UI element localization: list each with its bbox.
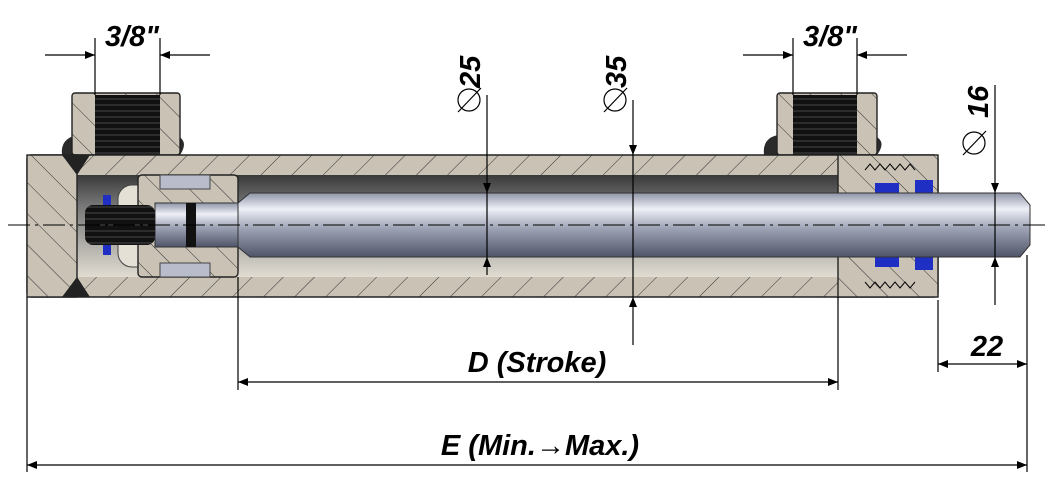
diameter-symbol-icon: [962, 130, 987, 156]
dim-stroke: D (Stroke): [237, 277, 839, 390]
port-thread-left: [95, 95, 160, 155]
dim-port-left: 3/8": [45, 21, 210, 95]
dim-label: 22: [970, 331, 1003, 363]
dim-rod-diameter: 25: [455, 55, 491, 275]
dim-label: 35: [601, 55, 633, 88]
dim-rod-end-diameter: 16: [962, 85, 999, 305]
dim-label: 3/8": [803, 21, 858, 53]
port-thread-right: [793, 95, 857, 155]
dim-label: E (Min.→Max.): [441, 430, 639, 462]
dim-label: 25: [455, 55, 487, 89]
piston-rod: [85, 192, 1031, 258]
wiper: [915, 180, 933, 193]
dim-label: D (Stroke): [468, 347, 607, 379]
dim-label: 3/8": [105, 21, 160, 53]
wiper: [915, 257, 933, 270]
diameter-symbol-icon: [603, 87, 628, 113]
dim-overall-length: E (Min.→Max.): [26, 297, 1027, 472]
dim-rod-extension: 22: [937, 255, 1028, 472]
dim-port-right: 3/8": [743, 21, 907, 95]
seal: [875, 257, 899, 267]
dim-label: 16: [963, 85, 995, 118]
seal: [875, 183, 899, 193]
dim-bore-diameter: 35: [601, 55, 637, 345]
diameter-symbol-icon: [457, 87, 482, 113]
